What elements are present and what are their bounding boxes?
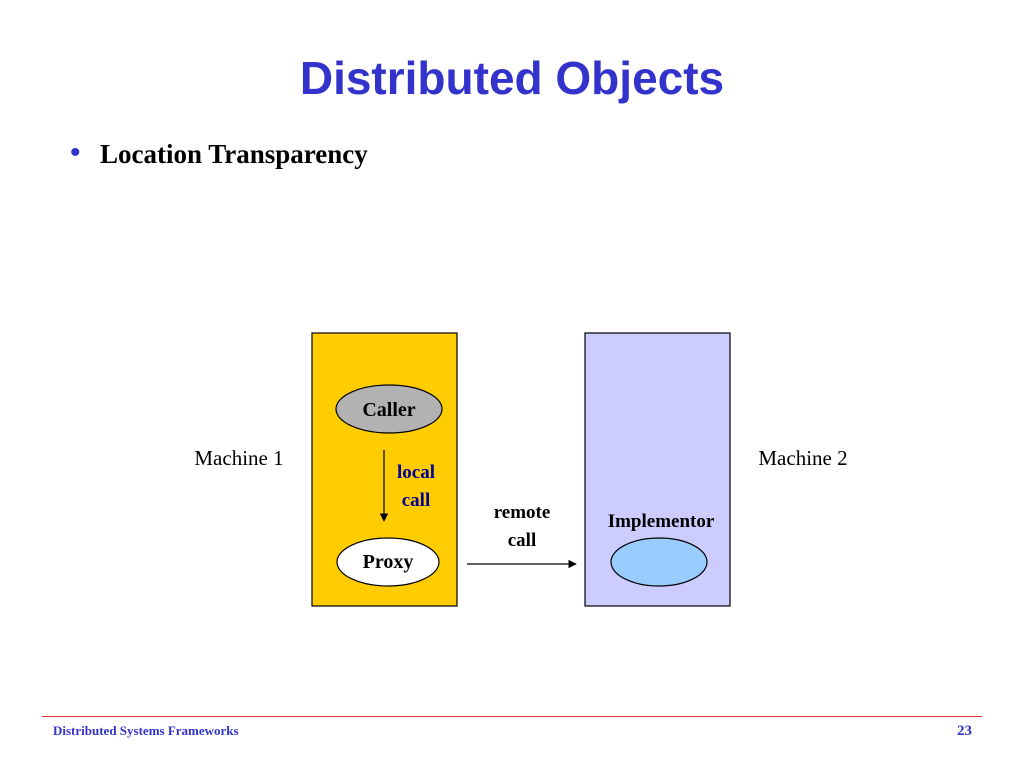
caller-label: Caller [362,399,415,421]
footer-course-title: Distributed Systems Frameworks [53,723,239,738]
implementor-node [610,537,708,587]
bullet-text: Location Transparency [100,139,368,169]
caller-node [335,384,443,434]
implementor-label: Implementor [608,511,715,532]
machine2-label: Machine 2 [758,446,847,470]
local-call-label-line1: local [397,462,435,483]
remote-call-label-line1: remote [494,502,551,523]
slide-title: Distributed Objects [299,52,725,104]
machine1-label: Machine 1 [194,446,283,470]
local-call-label-line2: call [402,490,431,511]
proxy-node [336,537,440,587]
proxy-label: Proxy [363,551,414,573]
footer-page-number: 23 [957,723,972,739]
remote-call-label-line2: call [508,530,537,551]
footer-divider [42,716,982,717]
bullet-dot-icon: • [70,136,81,169]
